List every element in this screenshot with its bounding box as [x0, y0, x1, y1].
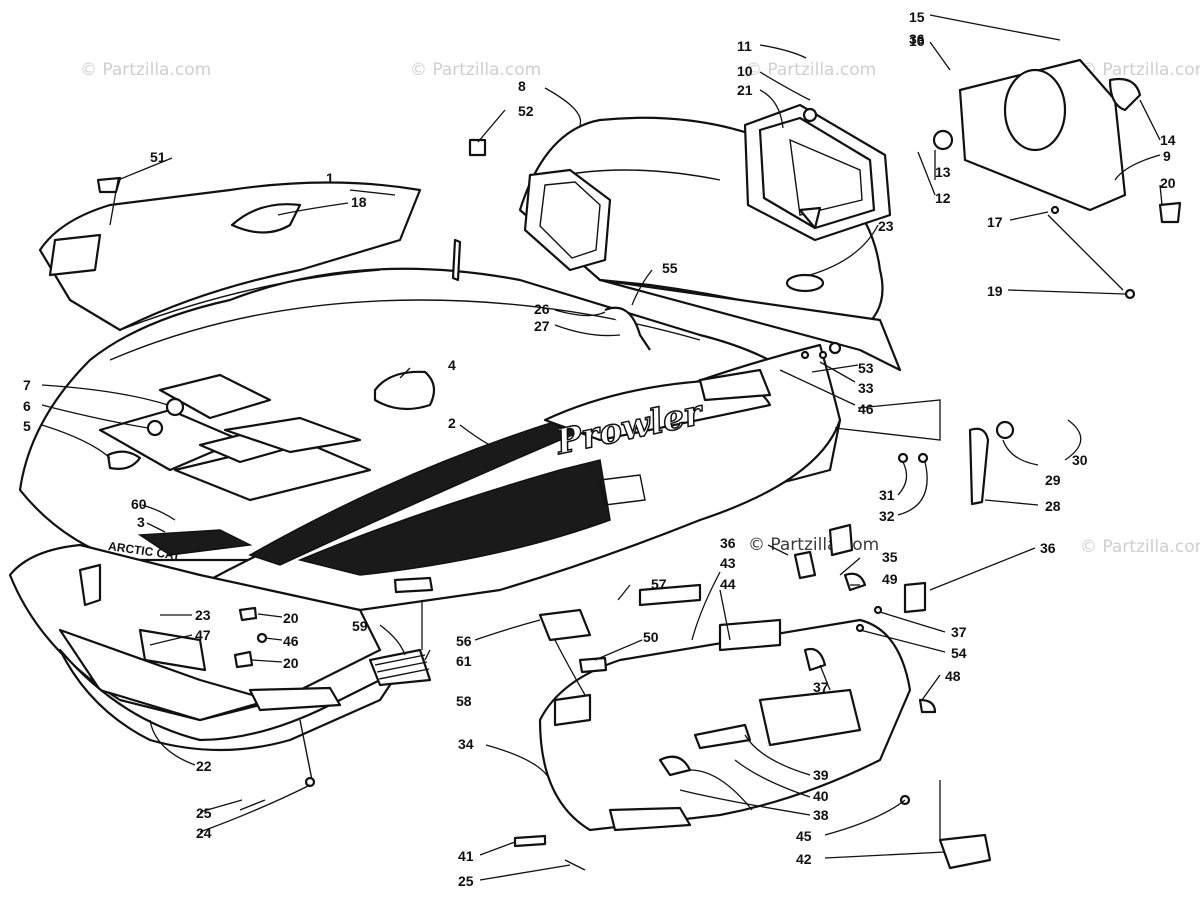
callout-1: 1 [326, 170, 334, 186]
callout-54: 54 [951, 645, 967, 661]
callout-3: 3 [137, 514, 145, 530]
grille-mesh [368, 648, 432, 687]
callout-17: 17 [987, 214, 1003, 230]
callout-47: 47 [195, 627, 211, 643]
callout-46: 46 [858, 401, 874, 417]
callout-12: 12 [935, 190, 951, 206]
watermark: © Partzilla.com [745, 60, 876, 80]
callout-4: 4 [448, 357, 456, 373]
callout-37: 37 [951, 624, 967, 640]
callout-18: 18 [351, 194, 367, 210]
callout-labels: 1 2 3 4 5 6 7 8 9 10 11 12 13 14 15 16 1… [23, 9, 1176, 889]
leader-lines [41, 14, 1163, 881]
callout-58: 58 [456, 693, 472, 709]
callout-25b: 25 [458, 873, 474, 889]
callout-22: 22 [196, 758, 212, 774]
callout-24: 24 [196, 825, 212, 841]
watermark: © Partzilla.com [80, 60, 211, 80]
callout-30: 30 [1072, 452, 1088, 468]
callout-28: 28 [1045, 498, 1061, 514]
watermark: © Partzilla.com [410, 60, 541, 80]
callout-6: 6 [23, 398, 31, 414]
callout-48: 48 [945, 668, 961, 684]
callout-13: 13 [935, 164, 951, 180]
callout-44: 44 [720, 576, 736, 592]
callout-59: 59 [352, 618, 368, 634]
headlight-assembly [743, 58, 1182, 242]
callout-11: 11 [737, 38, 752, 54]
callout-38: 38 [813, 807, 829, 823]
callout-50: 50 [643, 629, 659, 645]
callout-55: 55 [662, 260, 678, 276]
callout-51: 51 [150, 149, 166, 165]
callout-43: 43 [720, 555, 736, 571]
callout-45: 45 [796, 828, 812, 844]
nose-cone: ARCTIC CAT [8, 529, 382, 722]
callout-20c: 20 [283, 655, 299, 671]
callout-23: 23 [878, 218, 894, 234]
callout-27: 27 [534, 318, 550, 334]
callout-40: 40 [813, 788, 829, 804]
callout-35: 35 [882, 549, 898, 565]
callout-41: 41 [458, 848, 474, 864]
callout-16: 16 [909, 33, 925, 49]
callout-37b: 37 [813, 679, 829, 695]
callout-53: 53 [858, 360, 874, 376]
callout-56: 56 [456, 633, 472, 649]
callout-15: 15 [909, 9, 925, 25]
callout-8: 8 [518, 78, 526, 94]
belly-pan [538, 583, 912, 832]
callout-20: 20 [1160, 175, 1176, 191]
callout-60: 60 [131, 496, 147, 512]
lower-pan [58, 648, 402, 752]
hood-side-panel: Prowler [198, 343, 842, 612]
callout-20b: 20 [283, 610, 299, 626]
callout-7: 7 [23, 377, 31, 393]
callout-61: 61 [456, 653, 472, 669]
callout-36: 36 [909, 31, 925, 47]
callout-14: 14 [1160, 132, 1176, 148]
callout-25: 25 [196, 805, 212, 821]
callout-21: 21 [737, 82, 753, 98]
callout-29: 29 [1045, 472, 1061, 488]
callout-33: 33 [858, 380, 874, 396]
callout-46b: 46 [283, 633, 299, 649]
watermark: © Partzilla.com [1080, 537, 1200, 557]
callout-42: 42 [796, 851, 812, 867]
callout-10: 10 [737, 63, 753, 79]
callout-2: 2 [448, 415, 456, 431]
callout-5: 5 [23, 418, 31, 434]
callout-19: 19 [987, 283, 1003, 299]
callout-57: 57 [651, 576, 667, 592]
callout-49: 49 [882, 571, 898, 587]
callout-39: 39 [813, 767, 829, 783]
watermark: © Partzilla.com [748, 535, 879, 555]
callout-26: 26 [534, 301, 550, 317]
callout-31: 31 [879, 487, 895, 503]
callout-36b: 36 [720, 535, 736, 551]
callout-23b: 23 [195, 607, 211, 623]
callout-34: 34 [458, 736, 474, 752]
hardware [233, 138, 1136, 871]
watermark: © Partzilla.com [1080, 60, 1200, 80]
callout-52: 52 [518, 103, 534, 119]
callout-9: 9 [1163, 148, 1171, 164]
callout-36c: 36 [1040, 540, 1056, 556]
callout-32: 32 [879, 508, 895, 524]
